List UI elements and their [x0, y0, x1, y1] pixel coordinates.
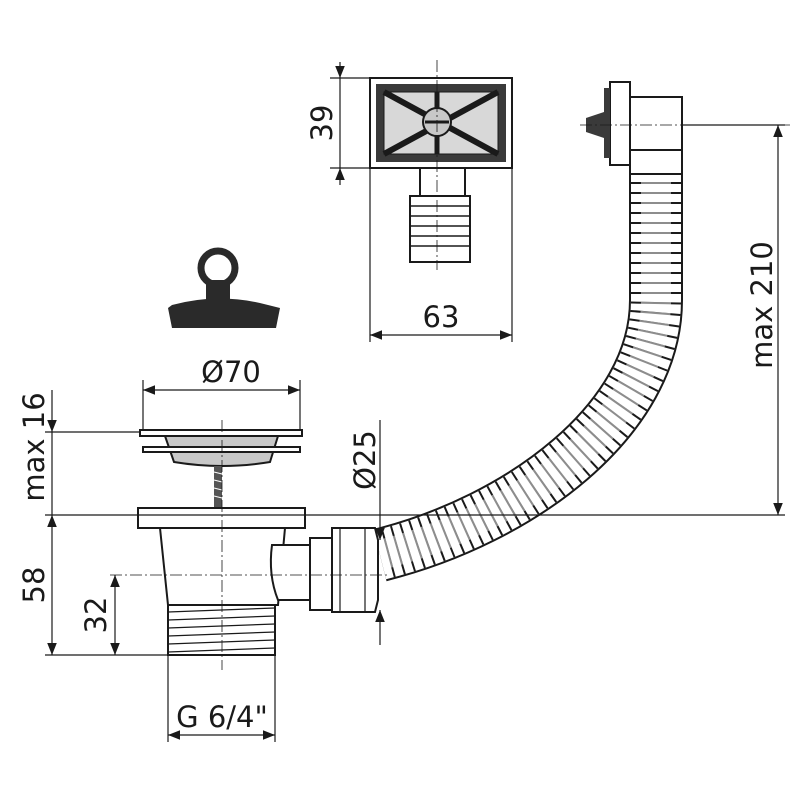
- dim-label-max-210: max 210: [745, 241, 779, 369]
- dimension-diameter-70: Ø70: [142, 355, 301, 430]
- dimension-thread: G 6/4": [167, 655, 276, 742]
- dim-label-39: 39: [305, 105, 339, 142]
- dimension-max-210: max 210: [682, 124, 785, 515]
- dimension-63: 63: [369, 168, 513, 342]
- dimension-39: 39: [305, 62, 370, 185]
- strainer-basket: [139, 429, 303, 510]
- overflow-connector: [580, 81, 790, 175]
- dimension-diameter-25: Ø25: [348, 420, 385, 645]
- dim-label-diameter-70: Ø70: [201, 355, 261, 389]
- overflow-fitting: [369, 60, 513, 270]
- dim-label-diameter-25: Ø25: [348, 430, 382, 490]
- dim-label-max-16: max 16: [17, 392, 51, 501]
- dimension-32: 32: [79, 575, 120, 655]
- dimension-58: 58: [17, 515, 168, 656]
- dim-label-58: 58: [17, 567, 51, 604]
- dim-label-63: 63: [423, 300, 460, 334]
- flexible-hose: [373, 172, 683, 582]
- waste-body: [110, 420, 390, 670]
- dimension-max-16: max 16: [17, 390, 785, 516]
- stopper-plug: [168, 247, 280, 328]
- dim-label-32: 32: [79, 597, 113, 634]
- dim-label-thread: G 6/4": [176, 700, 268, 734]
